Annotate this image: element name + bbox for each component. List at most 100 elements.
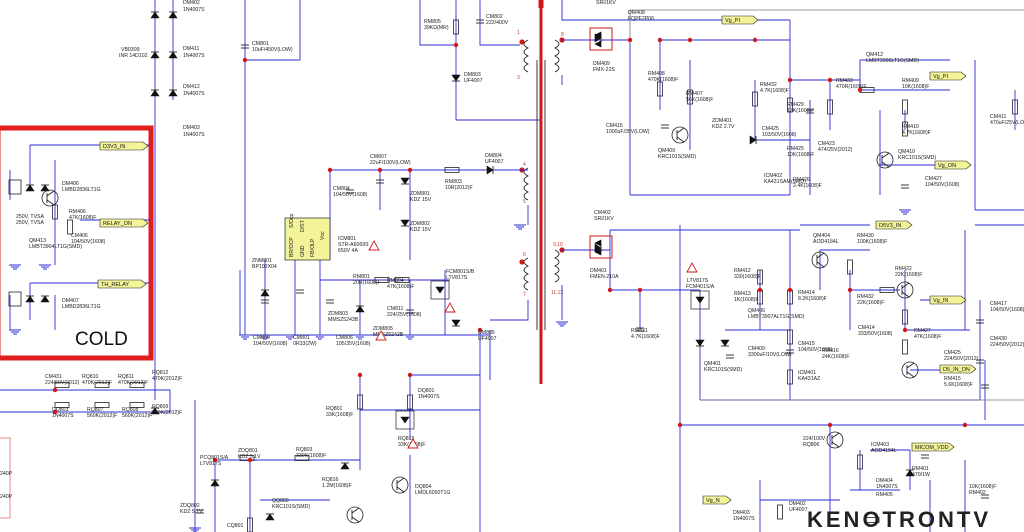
junction-dot <box>637 287 643 293</box>
component-label: 333/50V(1608) <box>858 331 893 337</box>
transistor <box>346 506 364 524</box>
component-label: CM425 <box>762 126 779 132</box>
component-label: CM811 <box>387 306 403 312</box>
component-label: 560K(2012)F <box>152 410 182 416</box>
component-label: CM801 <box>252 41 269 47</box>
diode <box>265 513 275 521</box>
secondary-frame <box>629 9 1024 401</box>
transformer-secondary-winding <box>553 37 565 283</box>
capacitor <box>921 454 929 459</box>
diode <box>168 51 178 59</box>
component-label: RM414 <box>798 290 815 296</box>
component-label: 100K(1608)F <box>857 239 887 245</box>
resistor <box>54 382 70 388</box>
svg-text:D/ST: D/ST <box>300 219 306 232</box>
component-label: LTV817S <box>446 275 468 281</box>
diode <box>905 469 915 477</box>
component-label: ZDM805 <box>373 326 393 332</box>
net-tag-th-relay: TH_RELAY <box>97 279 147 289</box>
component-label: ZDM401 <box>712 118 732 124</box>
component-label: KDZ 15V <box>410 227 432 233</box>
diode <box>355 305 365 313</box>
component-label: QQ802 <box>272 498 289 504</box>
component-label: DM803 <box>464 72 481 78</box>
component-label: ZDQ801 <box>238 448 258 454</box>
component-label: KRC101S(SMD) <box>658 154 696 160</box>
pin-number: 7 <box>523 292 526 298</box>
diode <box>340 462 350 470</box>
junction-dot <box>52 409 58 415</box>
component-label: 33K(1608)F <box>326 412 353 418</box>
component-label: 470K(2012)F <box>82 380 112 386</box>
diode <box>168 11 178 19</box>
component-label: 104/50V(1608) <box>990 307 1024 313</box>
component-label: KA431SAM(SMD) <box>764 179 806 185</box>
component-label: RM804 <box>387 278 404 284</box>
diode <box>451 319 461 327</box>
component-label: RM430 <box>857 233 874 239</box>
component-label: CM406 <box>71 233 88 239</box>
component-label: FCM401S/A <box>686 284 715 290</box>
component-label: CM414 <box>858 325 875 331</box>
rectifier-bridge <box>589 27 613 51</box>
component-label: INR 14D102 <box>119 53 148 59</box>
component-label: LTV817S <box>687 278 709 284</box>
diode <box>400 219 410 227</box>
component-label: STR-A6069S <box>338 242 369 248</box>
component-label: 330(1608)F <box>734 274 761 280</box>
net-tag-text: D5V3_IN <box>879 223 901 229</box>
component-label: 1N4007S <box>183 53 205 59</box>
ground-symbol <box>239 334 251 340</box>
junction-dot <box>677 422 683 428</box>
resistor <box>827 99 833 115</box>
component-label: QM413 <box>29 238 46 244</box>
component-label: 12K(1608)F <box>787 108 814 114</box>
svg-text:Vcc: Vcc <box>320 231 326 240</box>
component-label: 1N4007S <box>418 394 440 400</box>
optocoupler <box>395 410 415 430</box>
component-label: ZDM802 <box>410 221 430 227</box>
component-label: CM411 <box>990 114 1006 120</box>
component-label: KDZ 5.1V <box>238 454 261 460</box>
junction-dot <box>212 457 218 463</box>
component-label: 103/50V(1608) <box>762 132 797 138</box>
diode <box>486 165 494 175</box>
capacitor <box>346 189 354 194</box>
component-label: RM416 <box>822 348 839 354</box>
capacitor <box>901 184 909 189</box>
resistor <box>752 91 758 107</box>
junction-dot <box>827 422 833 428</box>
resistor <box>902 309 908 325</box>
component-label: FCM801S/B <box>446 269 475 275</box>
junction-dot <box>242 57 248 63</box>
resistor <box>407 394 413 410</box>
diode <box>25 184 35 192</box>
net-tag-text: D5_IN_ON <box>943 367 970 373</box>
optocoupler <box>690 290 710 310</box>
component-label: QM412 <box>866 52 883 58</box>
component-label: LMBD2836LT1G <box>62 187 101 193</box>
resistor <box>357 394 363 410</box>
component-label: 22uF/100V(LOW) <box>370 160 411 166</box>
resistor <box>902 339 908 355</box>
ground-symbol <box>354 334 366 340</box>
component-label: 10K(1608)F <box>787 152 814 158</box>
capacitor <box>976 359 984 364</box>
component-label: 104/50V(1608) <box>925 182 960 188</box>
transistor <box>826 431 844 449</box>
component-label: 224/50V(2012) <box>990 342 1024 348</box>
component-label: LTV817S <box>200 461 222 467</box>
transistor <box>876 151 894 169</box>
junction-dot <box>857 87 863 93</box>
component-label: ZDM803 <box>328 311 348 317</box>
component-label: KDZ 2.7V <box>712 124 735 130</box>
component-label: 224/50V(2012) <box>45 380 80 386</box>
capacitor <box>241 44 249 49</box>
component-label: CM402 <box>594 210 611 216</box>
relay-coil <box>8 179 22 195</box>
component-label: QM404 <box>813 233 830 239</box>
capacitor <box>981 494 989 499</box>
capacitor <box>261 299 269 304</box>
component-label: 250V, TVSA <box>16 220 45 226</box>
component-label: KRC101S(SMD) <box>272 504 310 510</box>
